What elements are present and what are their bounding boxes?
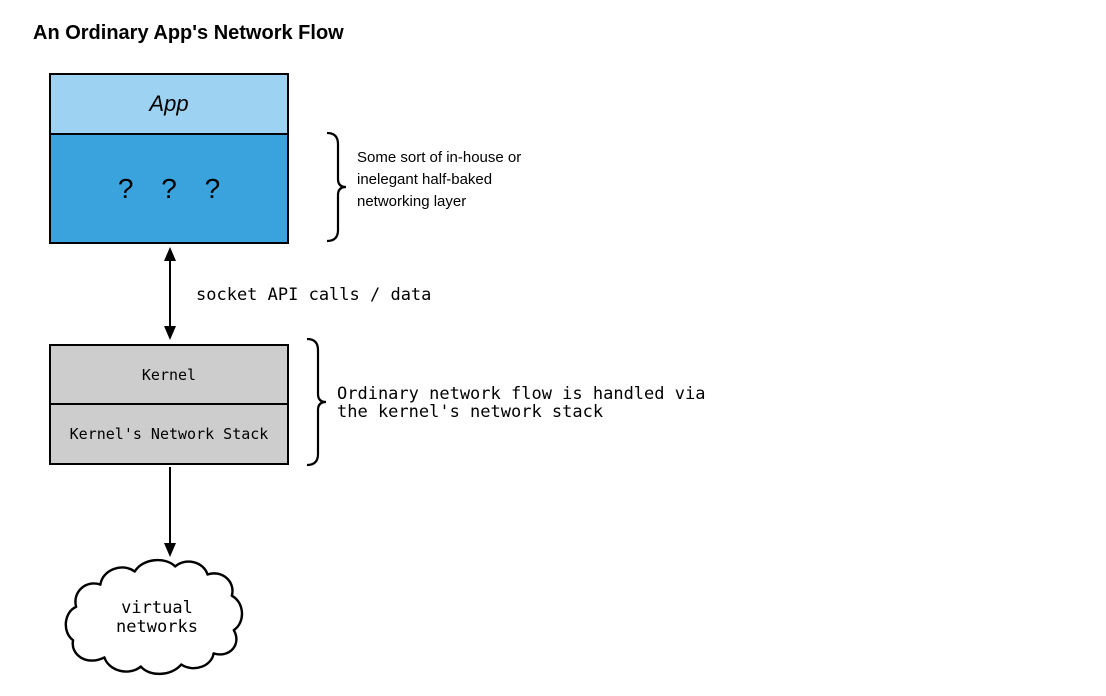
app-stack-box: App ? ? ?: [49, 73, 289, 244]
app-layer-label: App: [149, 91, 189, 116]
socket-arrow-label: socket API calls / data: [196, 285, 432, 305]
double-headed-arrow-icon: [164, 247, 176, 340]
kernel-layer-label: Kernel: [141, 365, 197, 384]
kernel-layer: Kernel: [51, 346, 287, 405]
unknown-networking-layer-label: ? ? ?: [117, 172, 221, 204]
ordinary-annotation-line: Ordinary network flow is handled via: [337, 384, 706, 404]
down-arrow-icon: [164, 467, 176, 557]
inhouse-annotation-line: networking layer: [357, 193, 467, 210]
kernel-network-stack-label: Kernel's Network Stack: [69, 425, 269, 443]
diagram-title: An Ordinary App's Network Flow: [33, 22, 344, 44]
ordinary-brace-icon: [306, 338, 327, 467]
ordinary-annotation: Ordinary network flow is handled via the…: [337, 385, 705, 421]
inhouse-annotation-line: Some sort of in-house or: [357, 149, 522, 166]
virtual-networks-label: virtual networks: [64, 553, 250, 683]
app-layer: App: [51, 75, 287, 135]
unknown-networking-layer: ? ? ?: [51, 135, 287, 242]
kernel-network-stack-layer: Kernel's Network Stack: [51, 405, 287, 463]
ordinary-annotation-line: the kernel's network stack: [337, 402, 604, 422]
inhouse-brace-icon: [326, 132, 347, 243]
virtual-networks-line: virtual: [121, 598, 193, 618]
cloud-shape: [64, 558, 244, 676]
inhouse-annotation-line: inelegant half-baked: [357, 171, 493, 188]
kernel-stack-box: Kernel Kernel's Network Stack: [49, 344, 289, 465]
inhouse-annotation: Some sort of in-house or inelegant half-…: [357, 147, 521, 213]
virtual-networks-line: networks: [116, 617, 198, 637]
